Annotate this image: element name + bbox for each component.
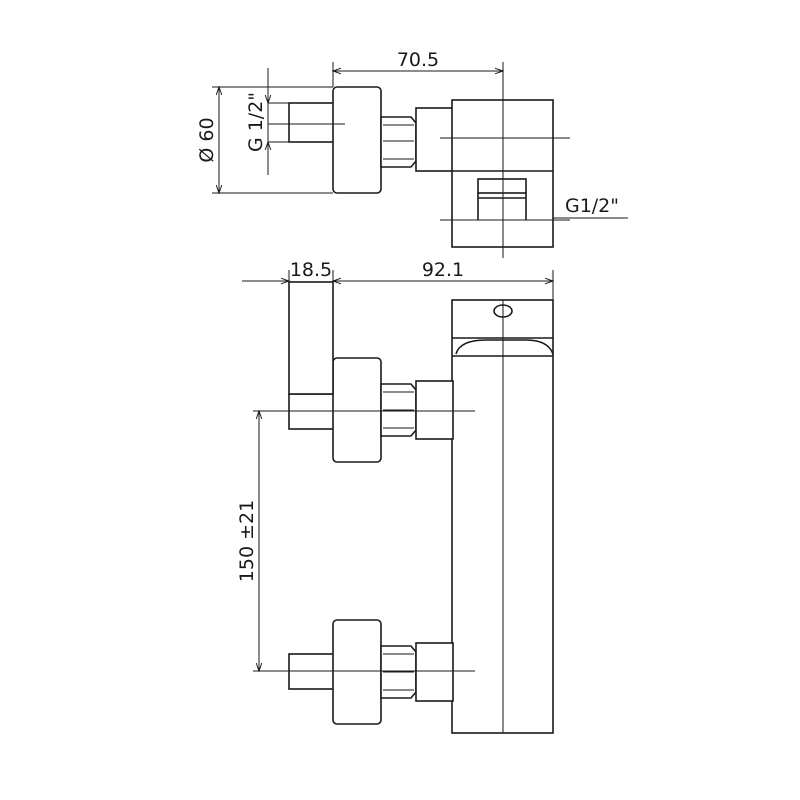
dim-outlet-diameter: Ø 60 <box>196 117 218 162</box>
lower-connector <box>415 642 454 702</box>
dim-outlet-thread: G1/2" <box>565 195 619 217</box>
handle-lever <box>288 281 334 395</box>
lower-union-flange <box>332 619 382 725</box>
upper-connector <box>415 380 454 440</box>
top-connector <box>415 107 454 172</box>
top-view: 70.5 Ø 60 G 1/2" G1/2" <box>196 49 628 258</box>
top-union-flange <box>332 86 382 194</box>
dim-inlet-offset: 18.5 <box>290 259 332 281</box>
top-inlet-stub <box>288 102 336 143</box>
dim-inlet-thread: G 1/2" <box>245 92 267 152</box>
front-view: 18.5 92.1 150 ±21 <box>236 259 555 734</box>
upper-union-flange <box>332 357 382 463</box>
dim-top-width: 70.5 <box>397 49 439 71</box>
dim-body-width: 92.1 <box>422 259 464 281</box>
dim-inlet-spacing: 150 ±21 <box>236 500 258 582</box>
top-outlet-thread <box>477 178 527 194</box>
